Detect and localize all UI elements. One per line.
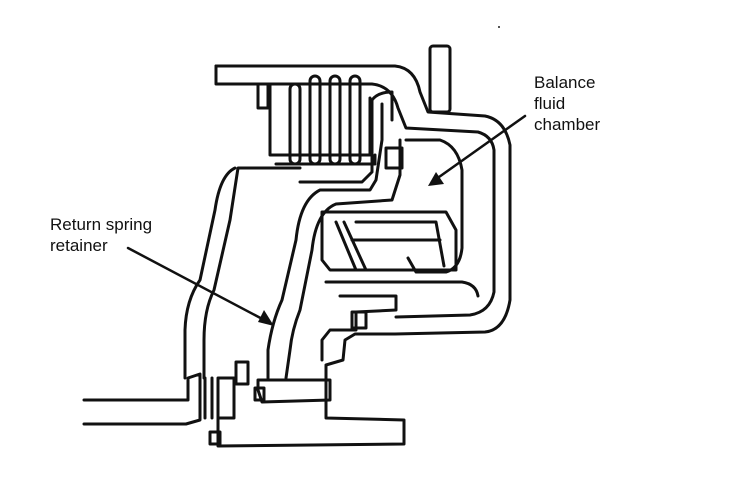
- upper-right-shaft: [428, 44, 452, 114]
- label-line: Balance: [534, 73, 596, 92]
- label-return-spring-retainer: Return spring retainer: [50, 214, 152, 256]
- clutch-plate-4: [348, 74, 362, 166]
- spline-section: [203, 376, 236, 420]
- clutch-plate-1: [288, 82, 302, 166]
- retainer-arm: [320, 294, 398, 362]
- input-shaft: [82, 372, 202, 426]
- piston-outer: [266, 102, 384, 380]
- leader-return: [126, 246, 270, 324]
- spring-base: [324, 280, 480, 298]
- leader-balance: [430, 114, 527, 184]
- piston-inner: [284, 138, 402, 380]
- hub-body: [216, 364, 406, 448]
- spring-housing: [320, 210, 458, 272]
- chamber-lug: [384, 146, 404, 170]
- housing-top-edge: [298, 90, 394, 184]
- return-spring: [334, 220, 446, 272]
- arrowhead-balance: [428, 172, 444, 186]
- hub-step: [256, 378, 332, 404]
- plate-base: [274, 153, 377, 166]
- retainer-clip: [234, 360, 250, 386]
- clutch-plate-2: [308, 74, 322, 166]
- label-line: Return spring: [50, 215, 153, 234]
- label-line: retainer: [50, 236, 108, 255]
- label-line: chamber: [534, 115, 601, 134]
- clutch-plate-3: [328, 74, 342, 166]
- label-balance-fluid-chamber: Balance fluid chamber: [534, 72, 600, 135]
- retainer-tab: [350, 310, 368, 330]
- outer-housing: [183, 166, 237, 380]
- hub-lower-key: [208, 430, 222, 446]
- speck: [498, 26, 500, 28]
- label-line: fluid: [534, 94, 566, 113]
- top-drum-bar: [214, 64, 512, 367]
- plate-carrier: [256, 82, 270, 110]
- balance-chamber-body: [404, 138, 464, 274]
- top-drum-inner: [214, 64, 496, 319]
- arrowhead-return: [258, 310, 274, 326]
- hub-key: [253, 386, 266, 402]
- outer-housing-inner: [202, 166, 302, 380]
